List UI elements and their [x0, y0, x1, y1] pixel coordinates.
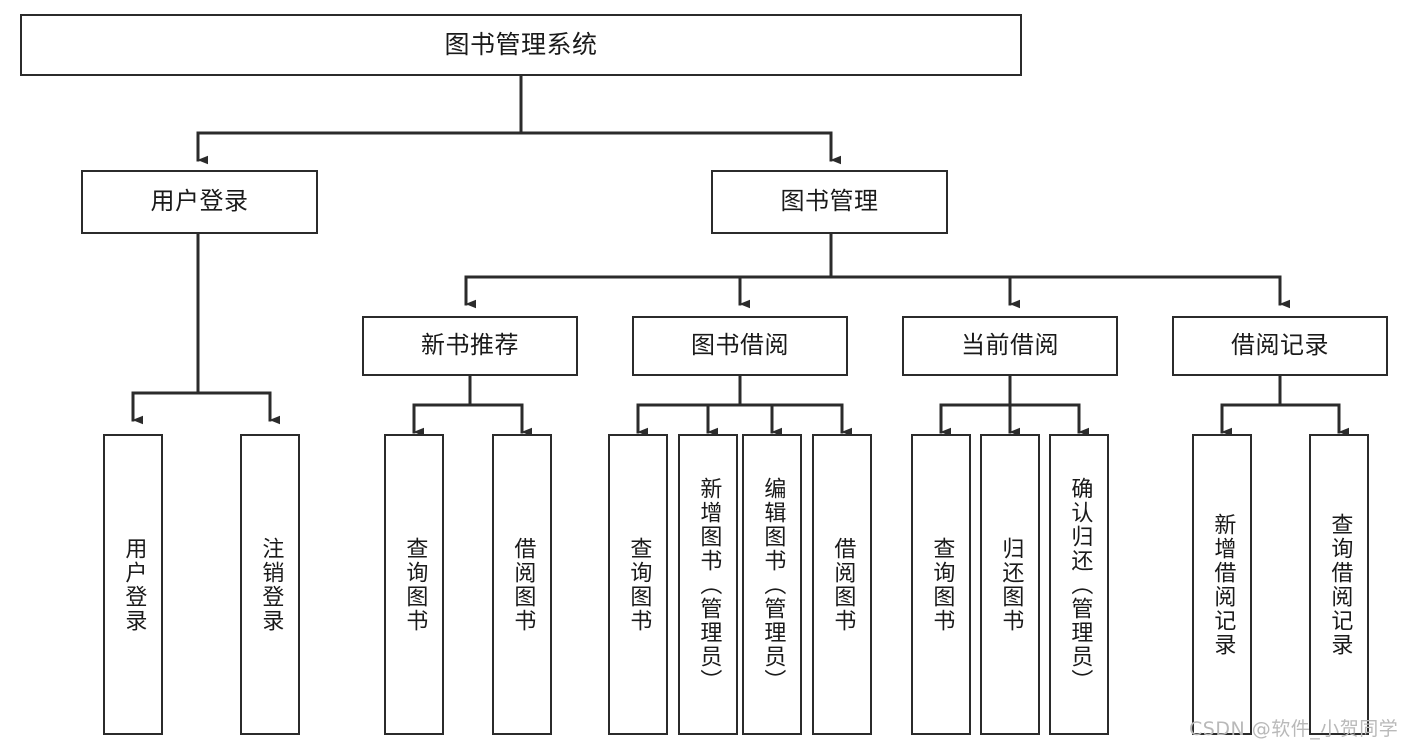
leaf-edit-book-admin[interactable]: 编辑图书（管理员） [742, 434, 802, 735]
node-label: 当前借阅 [961, 331, 1059, 360]
leaf-user-login[interactable]: 用户登录 [103, 434, 163, 735]
node-label: 新书推荐 [421, 331, 519, 360]
leaf-query-book-current[interactable]: 查询图书 [911, 434, 971, 735]
leaf-borrow-book-recommend[interactable]: 借阅图书 [492, 434, 552, 735]
leaf-confirm-return-admin[interactable]: 确认归还（管理员） [1049, 434, 1109, 735]
leaf-add-borrow-record[interactable]: 新增借阅记录 [1192, 434, 1252, 735]
watermark-text: CSDN @软件_小贺同学 [1189, 718, 1399, 740]
node-label: 确认归还（管理员） [1067, 476, 1093, 693]
node-label: 查询图书 [626, 536, 652, 633]
leaf-query-book-borrow[interactable]: 查询图书 [608, 434, 668, 735]
leaf-logout-login[interactable]: 注销登录 [240, 434, 300, 735]
leaf-return-book[interactable]: 归还图书 [980, 434, 1040, 735]
node-label: 用户登录 [121, 536, 147, 633]
leaf-borrow-book[interactable]: 借阅图书 [812, 434, 872, 735]
node-label: 新增借阅记录 [1210, 512, 1236, 657]
node-label: 借阅图书 [510, 536, 536, 633]
node-user-login[interactable]: 用户登录 [81, 170, 318, 234]
node-label: 图书管理系统 [444, 29, 598, 59]
node-label: 图书管理 [780, 187, 879, 216]
node-label: 注销登录 [258, 536, 284, 633]
node-new-book-recommend[interactable]: 新书推荐 [362, 316, 578, 376]
node-book-borrow[interactable]: 图书借阅 [632, 316, 848, 376]
node-label: 借阅图书 [830, 536, 856, 633]
leaf-add-book-admin[interactable]: 新增图书（管理员） [678, 434, 738, 735]
node-label: 查询图书 [929, 536, 955, 633]
node-label: 用户登录 [150, 187, 249, 216]
node-label: 查询图书 [402, 536, 428, 633]
node-book-manage[interactable]: 图书管理 [711, 170, 948, 234]
node-label: 借阅记录 [1231, 331, 1329, 360]
node-label: 新增图书（管理员） [696, 476, 722, 693]
node-label: 图书借阅 [691, 331, 789, 360]
node-label: 查询借阅记录 [1327, 512, 1353, 657]
leaf-query-borrow-record[interactable]: 查询借阅记录 [1309, 434, 1369, 735]
node-root-book-management-system[interactable]: 图书管理系统 [20, 14, 1022, 76]
node-label: 编辑图书（管理员） [760, 476, 786, 693]
leaf-query-book-recommend[interactable]: 查询图书 [384, 434, 444, 735]
node-current-borrow[interactable]: 当前借阅 [902, 316, 1118, 376]
node-label: 归还图书 [998, 536, 1024, 633]
node-borrow-record[interactable]: 借阅记录 [1172, 316, 1388, 376]
